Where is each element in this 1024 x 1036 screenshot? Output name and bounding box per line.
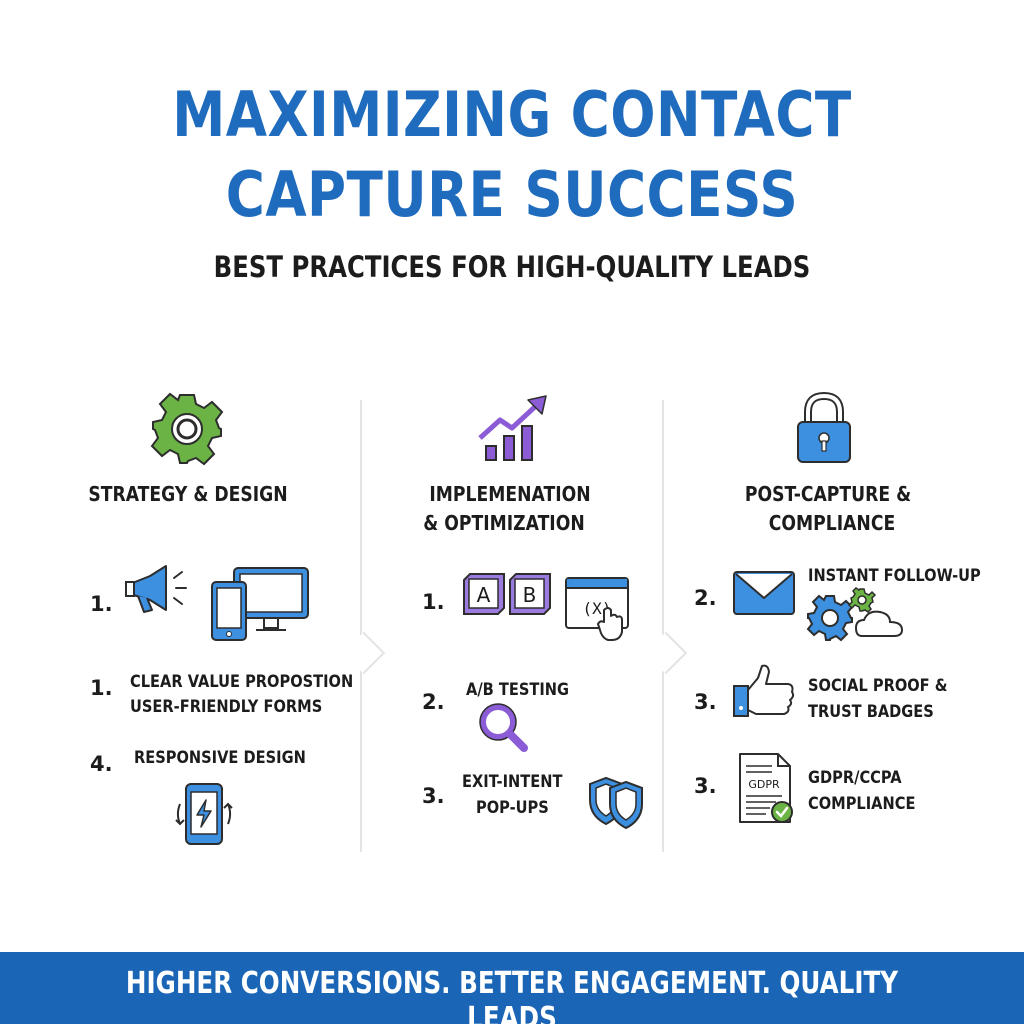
item-number: 3. xyxy=(694,774,717,798)
page-subtitle: BEST PRACTICES FOR HIGH-QUALITY LEADS xyxy=(213,250,811,284)
item-number: 4. xyxy=(90,752,113,776)
column-heading-implementation-2: & OPTIMIZATION xyxy=(423,511,585,535)
devices-icon xyxy=(211,567,309,641)
block-letter-a: A xyxy=(477,583,491,607)
item-number: 1. xyxy=(90,592,113,616)
item-text: COMPLIANCE xyxy=(808,794,916,814)
growth-chart-icon xyxy=(478,395,547,461)
shields-icon xyxy=(589,776,643,830)
gdpr-doc-label: GDPR xyxy=(748,778,780,791)
block-letter-b: B xyxy=(523,583,537,607)
item-text: INSTANT FOLLOW-UP xyxy=(808,566,981,586)
gear-icon xyxy=(150,392,224,466)
item-number: 3. xyxy=(422,784,445,808)
automation-cloud-icon xyxy=(806,587,904,642)
ab-blocks-icon: A B xyxy=(463,573,551,615)
footer-banner xyxy=(0,952,1024,1024)
item-text: CLEAR VALUE PROPOSTION xyxy=(130,672,354,692)
item-number: 3. xyxy=(694,690,717,714)
column-heading-post-capture-2: COMPLIANCE xyxy=(768,511,896,535)
mobile-responsive-icon xyxy=(175,783,233,845)
footer-tagline: HIGHER CONVERSIONS. BETTER ENGAGEMENT. Q… xyxy=(125,966,899,1036)
column-divider-1 xyxy=(360,400,362,852)
page-title-line2: CAPTURE SUCCESS xyxy=(225,158,799,231)
column-heading-post-capture-1: POST-CAPTURE & xyxy=(744,482,912,506)
popup-window-icon: (X) xyxy=(565,577,629,641)
gdpr-document-icon: GDPR xyxy=(739,753,793,823)
item-text: SOCIAL PROOF & xyxy=(808,676,948,696)
divider-chevron-2 xyxy=(644,631,688,675)
item-text: TRUST BADGES xyxy=(808,702,934,722)
item-text: GDPR/CCPA xyxy=(808,768,902,788)
column-heading-strategy: STRATEGY & DESIGN xyxy=(88,482,288,506)
envelope-icon xyxy=(733,571,795,615)
item-text: EXIT-INTENT xyxy=(462,772,563,792)
item-text: POP-UPS xyxy=(476,798,549,818)
thumbs-up-icon xyxy=(733,664,795,717)
megaphone-icon xyxy=(125,565,187,613)
item-text: RESPONSIVE DESIGN xyxy=(134,748,306,768)
item-number: 1. xyxy=(422,590,445,614)
item-number: 2. xyxy=(694,586,717,610)
column-heading-implementation-1: IMPLEMENATION xyxy=(429,482,591,506)
padlock-icon xyxy=(797,391,851,463)
divider-chevron-1 xyxy=(342,631,386,675)
item-text: A/B TESTING xyxy=(466,680,570,700)
magnifier-icon xyxy=(479,703,528,752)
column-divider-2 xyxy=(662,400,664,852)
item-number: 2. xyxy=(422,690,445,714)
item-number: 1. xyxy=(90,676,113,700)
page-title-line1: MAXIMIZING CONTACT xyxy=(172,78,852,151)
item-text: USER-FRIENDLY FORMS xyxy=(130,697,323,717)
